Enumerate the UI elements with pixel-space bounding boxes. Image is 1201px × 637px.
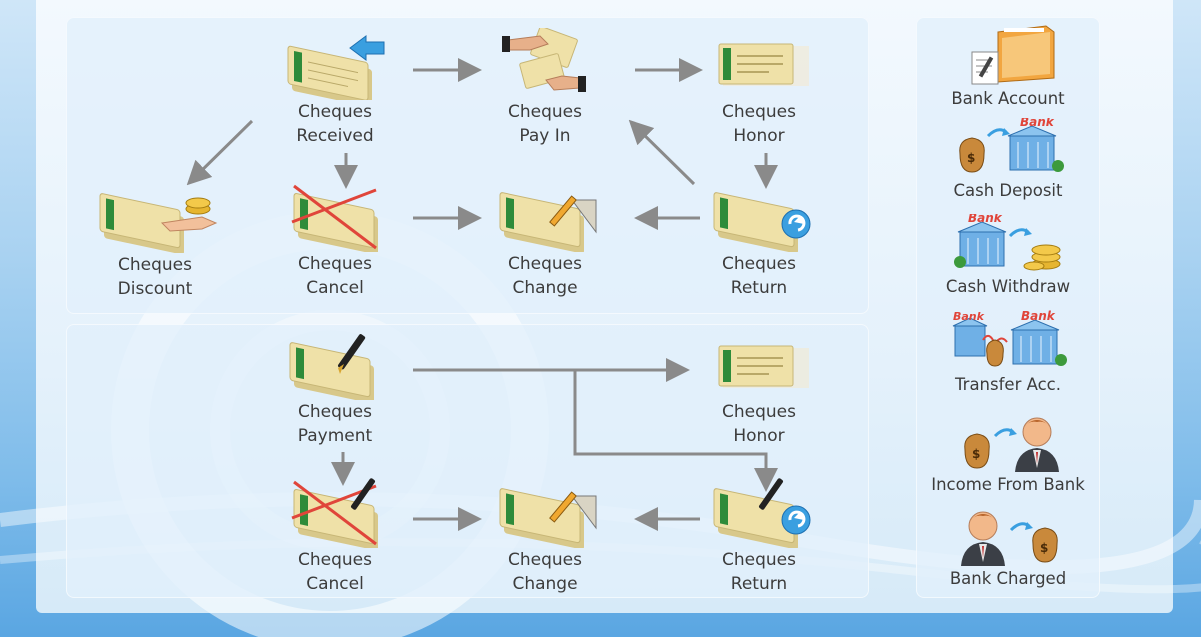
node-cheques-change[interactable]: Cheques Change [470,180,620,300]
bank-account-icon [971,25,1055,85]
sidebar-item-label: Cash Deposit [953,181,1063,200]
cheques-received-icon [287,35,385,100]
cheques-change-payment-icon [499,488,597,548]
cheques-honor-payment-icon [718,345,809,388]
node-cheques-return-payment[interactable]: Cheques Return [684,476,834,596]
bank-sign: Bank [1020,118,1055,129]
svg-text:$: $ [972,447,980,461]
cheques-return-payment-icon [713,478,811,548]
node-cheques-honor-payment[interactable]: Cheques Honor [684,330,834,448]
sidebar-item-bank-account[interactable]: Bank Account [916,22,1100,110]
cheques-cancel-icon [291,184,378,252]
cheques-honor-icon [718,43,809,86]
sidebar-item-label: Bank Account [951,89,1065,108]
cash-deposit-icon: $ Bank [959,118,1064,173]
cheques-change-icon [499,192,597,252]
cheques-pay-in-icon [502,28,586,92]
svg-text:$: $ [967,151,975,165]
bank-sidebar-panel [916,17,1100,598]
arrow-payment-to-return [573,370,778,492]
cheques-honor-label: Cheques Honor [722,102,796,146]
arrow-received-to-discount [186,119,254,186]
sidebar-item-cash-withdraw[interactable]: Bank Cash Withdraw [916,214,1100,298]
bank-sign: Bank [968,214,1003,225]
sidebar-item-transfer-account[interactable]: Bank Bank Transfer Acc. [916,310,1100,396]
cheques-discount-icon [99,193,218,253]
cheques-cancel-label: Cheques Cancel [298,254,372,298]
sidebar-item-cash-deposit[interactable]: $ Bank Cash Deposit [916,118,1100,202]
arrow-return-to-payin [628,119,696,186]
node-cheques-return[interactable]: Cheques Return [684,180,834,300]
node-cheques-cancel-payment[interactable]: Cheques Cancel [260,476,410,596]
svg-text:$: $ [1040,541,1048,555]
income-from-bank-icon: $ [964,417,1059,472]
sidebar-item-label: Transfer Acc. [955,375,1061,394]
cheques-discount-label: Cheques Discount [117,255,193,299]
cash-withdraw-icon: Bank [954,214,1061,271]
node-cheques-payment[interactable]: Cheques Payment [260,330,410,448]
sidebar-item-label: Bank Charged [949,569,1067,588]
cheques-received-label: Cheques Received [296,102,374,146]
cheques-honor-payment-label: Cheques Honor [722,402,796,446]
sidebar-item-label: Income From Bank [931,475,1085,494]
node-cheques-change-payment[interactable]: Cheques Change [470,476,620,596]
cheques-return-icon [713,192,811,252]
bank-sign: Bank [953,310,985,323]
bank-charged-icon: $ [961,511,1058,566]
cheques-change-label: Cheques Change [508,254,582,298]
transfer-account-icon: Bank Bank [952,310,1067,367]
cheques-change-payment-label: Cheques Change [508,550,582,594]
cheques-return-label: Cheques Return [722,254,796,298]
node-cheques-pay-in[interactable]: Cheques Pay In [470,28,620,148]
cheques-payment-label: Cheques Payment [297,402,373,446]
sidebar-item-income-from-bank[interactable]: $ Income From Bank [916,410,1100,496]
sidebar-item-label: Cash Withdraw [945,277,1071,296]
node-cheques-discount[interactable]: Cheques Discount [80,183,230,301]
cheques-pay-in-label: Cheques Pay In [508,102,582,146]
cheques-cancel-payment-label: Cheques Cancel [298,550,372,594]
node-cheques-honor[interactable]: Cheques Honor [684,28,834,148]
cheques-return-payment-label: Cheques Return [722,550,796,594]
node-cheques-received[interactable]: Cheques Received [260,28,410,148]
cheques-payment-icon [289,334,374,400]
sidebar-item-bank-charged[interactable]: $ Bank Charged [916,504,1100,590]
bank-sign: Bank [1021,310,1056,323]
cheques-cancel-payment-icon [291,478,378,548]
node-cheques-cancel[interactable]: Cheques Cancel [260,180,410,300]
